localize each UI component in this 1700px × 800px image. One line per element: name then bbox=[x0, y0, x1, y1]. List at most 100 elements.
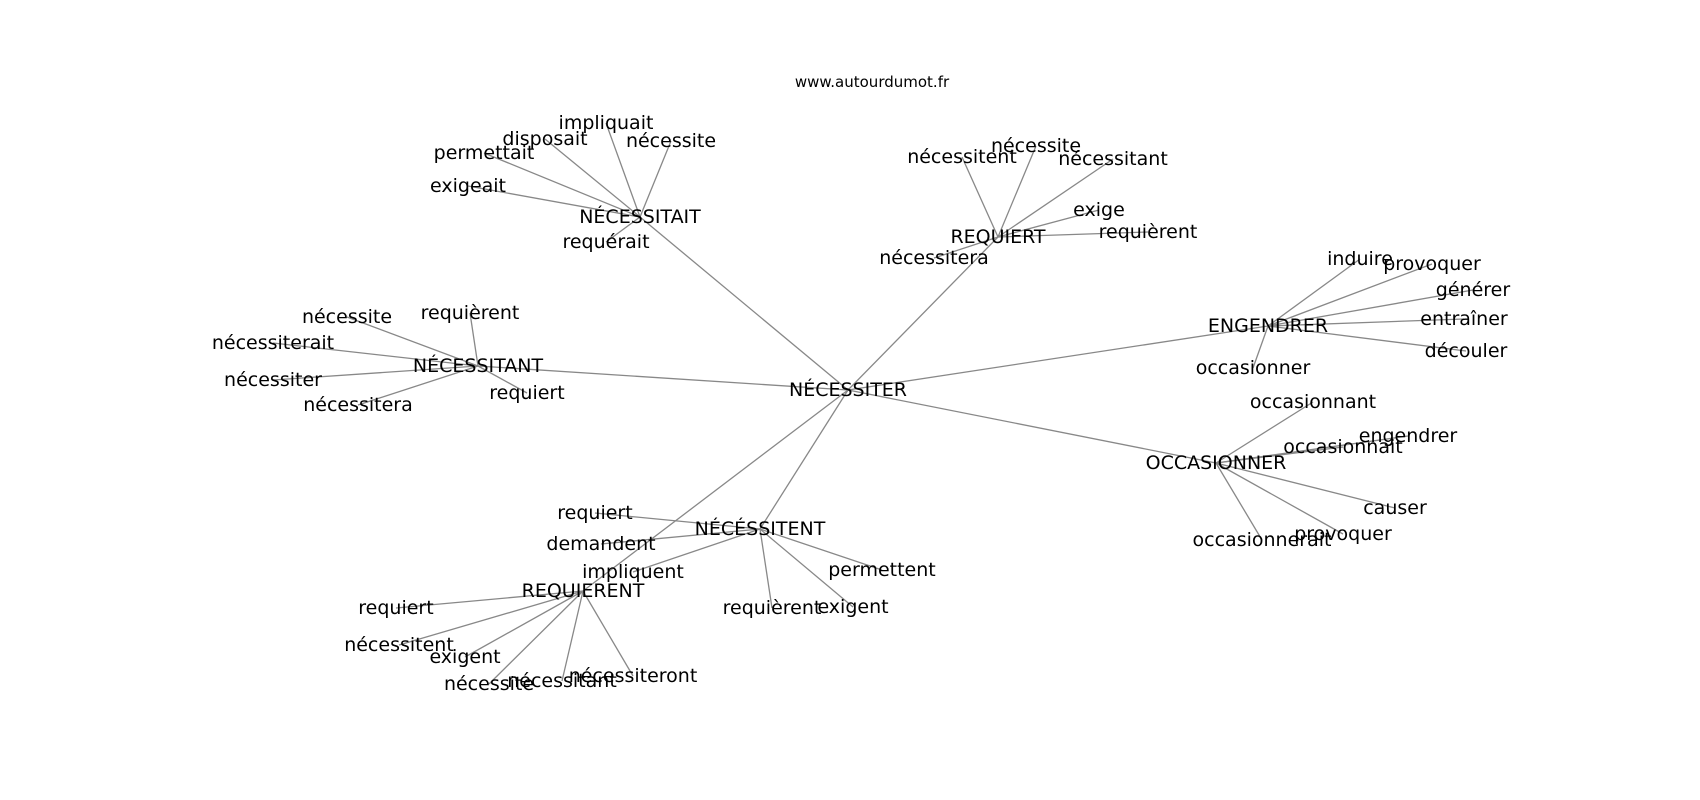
edge-hub-to-leaf bbox=[600, 528, 761, 545]
leaf-node-label[interactable]: requiert bbox=[358, 597, 433, 619]
leaf-node-label[interactable]: nécessitent bbox=[344, 634, 454, 656]
leaf-node-label[interactable]: nécessite bbox=[444, 673, 534, 695]
leaf-node-label[interactable]: permettait bbox=[434, 142, 535, 164]
edge-hub-to-leaf bbox=[544, 138, 641, 218]
graph-edges bbox=[272, 122, 1474, 685]
edge-hub-to-leaf bbox=[1267, 325, 1467, 352]
leaf-node-label[interactable]: requiert bbox=[489, 382, 564, 404]
leaf-node-label[interactable]: requérait bbox=[562, 231, 649, 253]
leaf-node-label[interactable]: requièrent bbox=[723, 597, 822, 619]
edge-hub-to-leaf bbox=[467, 185, 641, 218]
leaf-node-label[interactable]: nécessite bbox=[991, 135, 1081, 157]
leaf-node-label[interactable]: nécessitant bbox=[507, 670, 617, 692]
edge-center-to-hub bbox=[582, 389, 849, 592]
leaf-node-label[interactable]: occasionnait bbox=[1283, 436, 1402, 458]
edge-hub-to-leaf bbox=[357, 365, 479, 406]
leaf-node-label[interactable]: exigent bbox=[817, 596, 888, 618]
edge-hub-to-leaf bbox=[997, 231, 1149, 238]
edge-hub-to-leaf bbox=[395, 590, 584, 609]
edge-hub-to-leaf bbox=[582, 590, 634, 677]
leaf-node-label[interactable]: requièrent bbox=[1099, 221, 1198, 243]
edge-center-to-hub bbox=[847, 236, 999, 391]
edge-hub-to-leaf bbox=[639, 140, 672, 218]
edge-hub-to-leaf bbox=[1215, 462, 1396, 509]
edge-hub-to-leaf bbox=[759, 528, 854, 608]
edge-center-to-hub bbox=[847, 325, 1269, 391]
leaf-node-label[interactable]: nécessiteront bbox=[569, 665, 698, 687]
hub-node-label[interactable]: NÉCÉSSITENT bbox=[695, 517, 826, 540]
leaf-node-label[interactable]: disposait bbox=[502, 128, 587, 150]
edge-hub-to-leaf bbox=[594, 512, 761, 530]
edge-hub-to-leaf bbox=[1215, 446, 1344, 464]
edge-hub-to-leaf bbox=[477, 365, 528, 394]
leaf-node-label[interactable]: entraîner bbox=[1420, 308, 1508, 330]
hub-node-label[interactable]: NÉCESSITANT bbox=[413, 354, 544, 377]
leaf-node-label[interactable]: induire bbox=[1327, 248, 1393, 270]
edge-hub-to-leaf bbox=[469, 312, 479, 367]
leaf-node-label[interactable]: découler bbox=[1425, 340, 1508, 362]
leaf-node-label[interactable]: requiert bbox=[557, 502, 632, 524]
leaf-node-label[interactable]: nécessiter bbox=[224, 369, 322, 391]
edge-hub-to-leaf bbox=[961, 156, 999, 238]
hub-node-label[interactable]: OCCASIONNER bbox=[1146, 452, 1287, 474]
edge-hub-to-leaf bbox=[1215, 462, 1263, 541]
edge-hub-to-leaf bbox=[398, 590, 584, 646]
edge-hub-to-leaf bbox=[1267, 289, 1474, 327]
edge-hub-to-leaf bbox=[1215, 401, 1314, 464]
edge-hub-to-leaf bbox=[1252, 325, 1269, 369]
leaf-node-label[interactable]: nécessiterait bbox=[212, 332, 334, 354]
leaf-node-label[interactable]: nécessite bbox=[626, 130, 716, 152]
center-node-label[interactable]: NÉCESSITER bbox=[789, 378, 907, 401]
leaf-node-label[interactable]: demandent bbox=[546, 533, 655, 555]
edge-hub-to-leaf bbox=[605, 216, 641, 243]
leaf-node-label[interactable]: nécessitent bbox=[907, 146, 1017, 168]
leaf-node-label[interactable]: générer bbox=[1436, 279, 1511, 301]
edge-hub-to-leaf bbox=[632, 528, 761, 573]
edge-hub-to-leaf bbox=[272, 342, 479, 367]
edge-hub-to-leaf bbox=[488, 590, 584, 685]
edge-hub-to-leaf bbox=[1267, 258, 1361, 327]
leaf-node-label[interactable]: requièrent bbox=[421, 302, 520, 324]
leaf-node-label[interactable]: impliquait bbox=[559, 112, 654, 134]
leaf-node-label[interactable]: permettent bbox=[828, 559, 936, 581]
edge-hub-to-leaf bbox=[346, 316, 479, 367]
leaf-node-label[interactable]: nécessitera bbox=[879, 247, 989, 269]
edge-center-to-hub bbox=[847, 389, 1217, 464]
edge-center-to-hub bbox=[477, 365, 849, 391]
leaf-node-label[interactable]: exige bbox=[1073, 199, 1125, 221]
leaf-node-label[interactable]: provoquer bbox=[1383, 253, 1481, 275]
edge-hub-to-leaf bbox=[759, 528, 883, 571]
leaf-node-label[interactable]: engendrer bbox=[1359, 425, 1458, 447]
graph-labels: NÉCESSITER NÉCESSITAIT impliquaitdisposait… bbox=[212, 112, 1511, 695]
source-label: www.autourdumot.fr bbox=[795, 73, 950, 91]
leaf-node-label[interactable]: impliquent bbox=[582, 561, 684, 583]
edge-hub-to-leaf bbox=[272, 365, 479, 381]
hub-node-label[interactable]: ENGENDRER bbox=[1208, 315, 1328, 337]
leaf-node-label[interactable]: nécessitant bbox=[1058, 148, 1168, 170]
hub-node-label[interactable]: NÉCESSITAIT bbox=[579, 205, 701, 228]
hub-node-label[interactable]: REQUIERT bbox=[950, 226, 1045, 248]
edge-hub-to-leaf bbox=[997, 145, 1037, 238]
edge-center-to-hub bbox=[639, 216, 849, 391]
leaf-node-label[interactable]: nécessite bbox=[302, 306, 392, 328]
leaf-node-label[interactable]: causer bbox=[1363, 497, 1427, 519]
edge-hub-to-leaf bbox=[1267, 318, 1465, 327]
leaf-node-label[interactable]: occasionnant bbox=[1250, 391, 1376, 413]
hub-node-label[interactable]: REQUIERENT bbox=[522, 580, 645, 602]
edge-hub-to-leaf bbox=[997, 158, 1114, 238]
leaf-node-label[interactable]: exigent bbox=[429, 646, 500, 668]
edge-hub-to-leaf bbox=[997, 209, 1100, 238]
leaf-node-label[interactable]: nécessitera bbox=[303, 394, 413, 416]
leaf-node-label[interactable]: occasionnerait bbox=[1193, 529, 1332, 551]
edge-hub-to-leaf bbox=[933, 236, 999, 259]
leaf-node-label[interactable]: exigeait bbox=[430, 175, 506, 197]
edge-hub-to-leaf bbox=[1267, 263, 1433, 327]
edge-hub-to-leaf bbox=[759, 528, 773, 609]
edge-hub-to-leaf bbox=[605, 122, 641, 218]
leaf-node-label[interactable]: occasionner bbox=[1196, 357, 1311, 379]
edge-hub-to-leaf bbox=[561, 590, 584, 682]
edge-center-to-hub bbox=[759, 389, 849, 530]
leaf-node-label[interactable]: provoquer bbox=[1294, 523, 1392, 545]
edge-hub-to-leaf bbox=[464, 590, 584, 658]
